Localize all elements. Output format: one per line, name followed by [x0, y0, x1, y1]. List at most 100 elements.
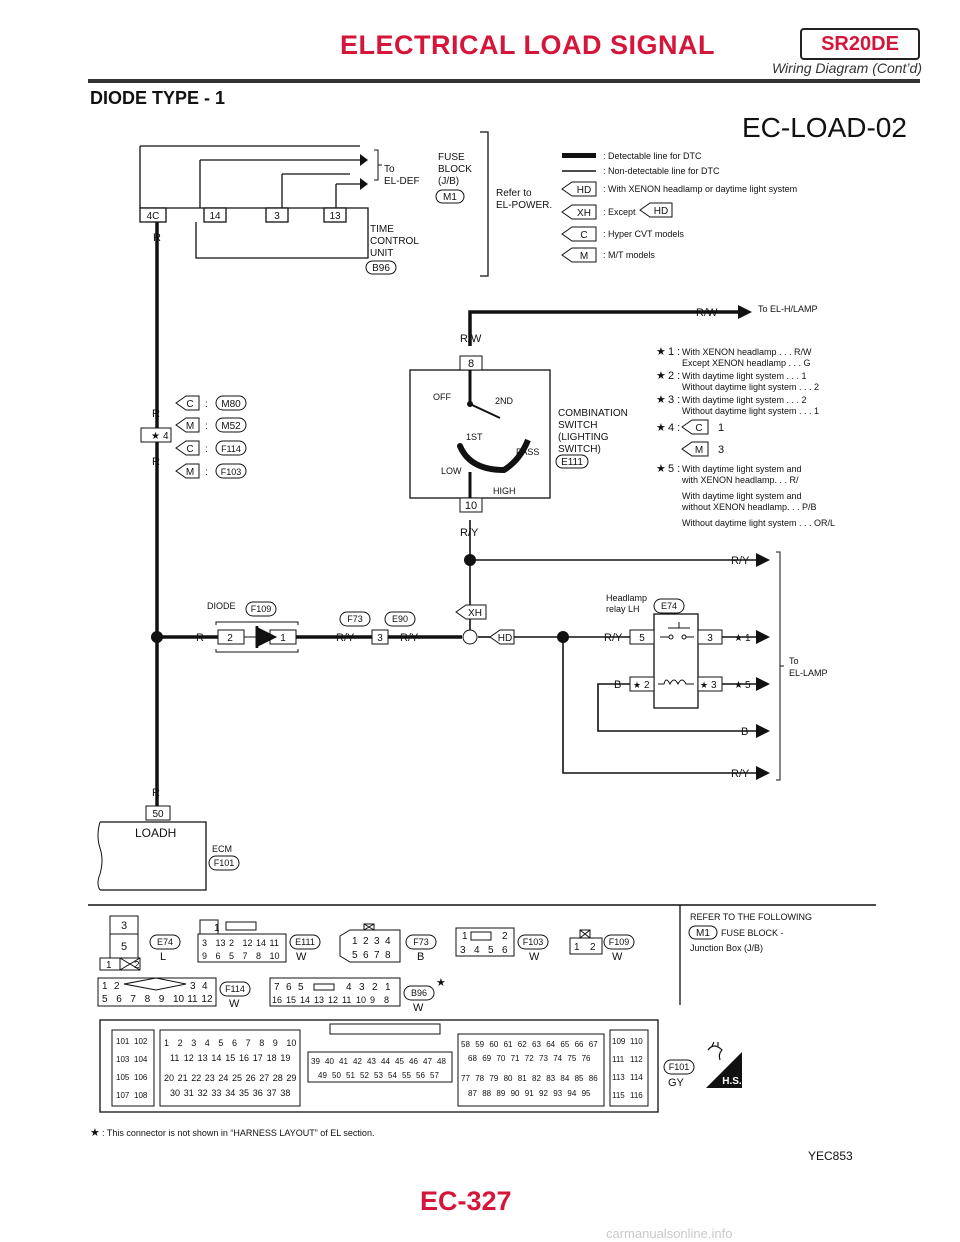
- f109-color: W: [612, 951, 623, 963]
- b96-pin: 5: [298, 982, 304, 993]
- f103-pin: 4: [474, 945, 480, 956]
- watermark: carmanualsonline.info: [606, 1226, 733, 1241]
- legend-detectable-line: [562, 153, 596, 158]
- connector-f101: [99, 1019, 659, 1113]
- f114-pin: 2: [114, 981, 120, 992]
- f101-pin: 24: [218, 1073, 228, 1083]
- main-wires: [155, 222, 760, 806]
- tcu-term-13: 13: [329, 211, 341, 222]
- f101-pin: 17: [253, 1053, 263, 1063]
- f101-pin: 72: [525, 1054, 534, 1063]
- code-xh-label: XH: [468, 608, 482, 619]
- time-control-unit: [139, 145, 369, 259]
- legend-nondetectable-text: : Non-detectable line for DTC: [603, 166, 720, 176]
- f101-pin: 70: [496, 1054, 505, 1063]
- f101-pin: 109: [612, 1037, 626, 1046]
- model-row-m-f103: M : F103: [175, 463, 247, 479]
- switch-label-2: SWITCH: [558, 420, 597, 431]
- f101-pin: 104: [134, 1055, 148, 1064]
- svg-text:Without daytime light system .: Without daytime light system . . . 2: [682, 382, 819, 392]
- svg-text:★: ★: [656, 394, 666, 406]
- wire-label-ry-2: R/Y: [400, 632, 419, 644]
- to-el-lamp-1: To: [789, 656, 799, 666]
- f101-pin: 19: [280, 1053, 290, 1063]
- f103-pill: [517, 934, 549, 950]
- f101-pin: 14: [211, 1053, 221, 1063]
- f101-pin: 78: [475, 1074, 484, 1083]
- f101-pin: 49: [318, 1071, 327, 1080]
- f101-pin: 67: [589, 1040, 598, 1049]
- to-el-hlamp-label: To EL-H/LAMP: [758, 304, 818, 314]
- f101-pin: 64: [546, 1040, 555, 1049]
- f114-pill: [219, 981, 251, 997]
- fuse-to-label: To: [384, 164, 395, 175]
- svg-text:Without daytime light system .: Without daytime light system . . . 1: [682, 406, 819, 416]
- conn-f109-label: F109: [251, 604, 272, 614]
- f101-pin: 13: [198, 1053, 208, 1063]
- conn-f109-pill: [245, 601, 277, 617]
- f73-pin: 3: [374, 936, 380, 947]
- e111-color: W: [296, 951, 307, 963]
- f101-pin: 38: [280, 1088, 290, 1098]
- connector-b96: [269, 977, 401, 1007]
- f101-pin: 86: [589, 1074, 598, 1083]
- joint-pin-3: 3: [377, 633, 383, 644]
- f101-pin: 75: [567, 1054, 576, 1063]
- e111-pin: 13: [216, 938, 226, 948]
- figure-code: YEC853: [808, 1149, 853, 1163]
- f101-pin: 23: [205, 1073, 215, 1083]
- wire-label-r-3: R: [152, 787, 160, 799]
- f101-pin: 81: [518, 1074, 527, 1083]
- wire-label-ry-top: R/Y: [731, 555, 750, 567]
- f101-pin: 55: [402, 1071, 411, 1080]
- b96-pin: 3: [359, 982, 365, 993]
- svg-text:4: 4: [163, 431, 169, 442]
- f101-pin: 54: [388, 1071, 397, 1080]
- svg-text:: With XENON headlamp or dayti: : With XENON headlamp or daytime light s…: [603, 184, 797, 194]
- f101-pin: 93: [553, 1089, 562, 1098]
- fuse-label: FUSE: [438, 152, 465, 163]
- svg-text::: :: [205, 467, 208, 478]
- f101-pin: 94: [567, 1089, 576, 1098]
- b96-pill: [403, 985, 435, 1001]
- f101-pin: 34: [225, 1088, 235, 1098]
- f103-pin: 6: [502, 945, 508, 956]
- relay-pin-star2-glyph: ★: [633, 680, 641, 690]
- conn-b96-pill: [365, 260, 397, 275]
- f101-pin: 76: [582, 1054, 591, 1063]
- b96-pin: 2: [372, 982, 378, 993]
- code-hd-label: HD: [498, 633, 512, 644]
- relay-pin-5: 5: [639, 633, 645, 644]
- engine-badge: SR20DE: [800, 28, 920, 60]
- wire-label-rw-right: R/W: [696, 307, 718, 319]
- f101-pin: 62: [518, 1040, 527, 1049]
- tcu-label-3: UNIT: [370, 248, 393, 259]
- diagram-id: EC-LOAD-02: [742, 112, 907, 143]
- f101-pin: 106: [134, 1073, 148, 1082]
- e111-pin: 7: [243, 951, 248, 961]
- b96-pin: 1: [385, 982, 391, 993]
- tcu-label-2: CONTROL: [370, 236, 419, 247]
- f101-pin: 7: [246, 1038, 251, 1048]
- diode-pin-1: 1: [280, 633, 286, 644]
- relay-pin-3b: 3: [711, 680, 717, 691]
- f101-pin: 116: [630, 1091, 643, 1100]
- f101-pin: 41: [339, 1057, 348, 1066]
- connector-e74: [99, 915, 141, 971]
- svg-text:★: ★: [656, 370, 666, 382]
- f101-pin: 18: [267, 1053, 277, 1063]
- f101-pin: 37: [267, 1088, 277, 1098]
- refer-l1: FUSE BLOCK -: [721, 928, 784, 938]
- b96-pin: 10: [356, 995, 366, 1005]
- fuse-brace: [374, 149, 382, 181]
- f114-pin: 12: [201, 994, 213, 1005]
- svg-text:M80: M80: [221, 399, 241, 410]
- f101-pin: 111: [612, 1055, 625, 1064]
- svg-text:F114: F114: [221, 444, 241, 454]
- f101-pin: 103: [116, 1055, 130, 1064]
